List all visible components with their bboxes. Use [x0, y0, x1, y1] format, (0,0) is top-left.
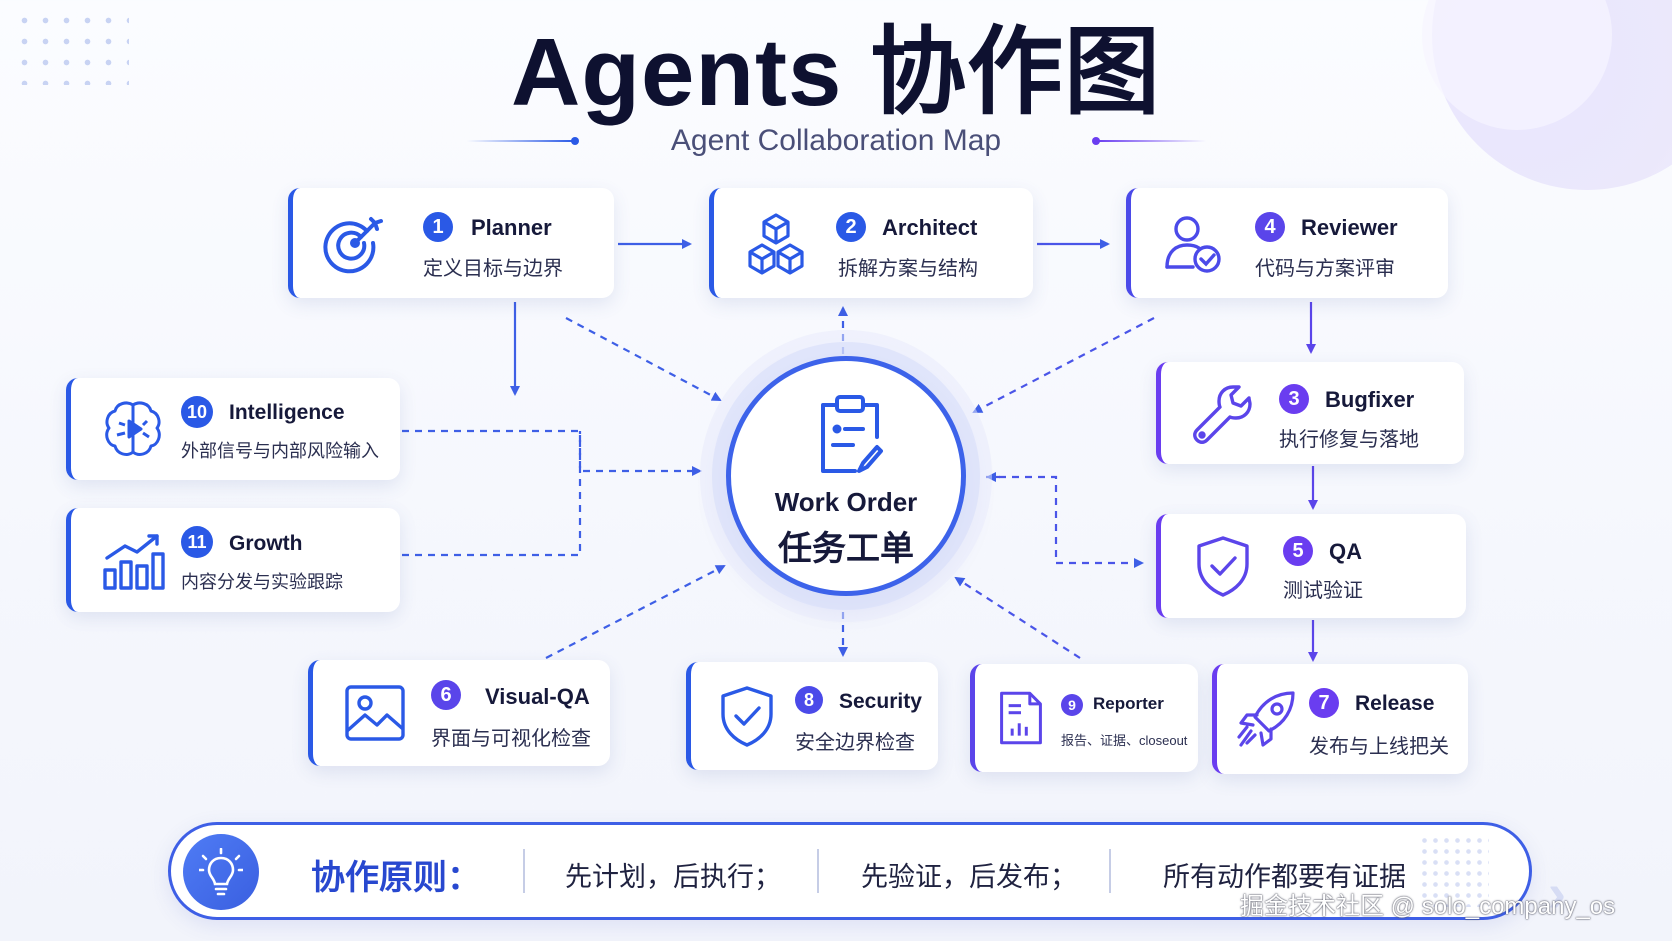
agent-name: Reviewer [1301, 215, 1398, 240]
agent-description: 执行修复与落地 [1279, 429, 1419, 451]
subtitle-line-left [467, 137, 579, 145]
agent-description: 报告、证据、closeout [1061, 733, 1188, 748]
agent-card-planner[interactable]: 1 Planner 定义目标与边界 [288, 188, 614, 298]
hub-label-en: Work Order [774, 487, 918, 517]
hub-label-zh: 任务工单 [778, 530, 914, 568]
agent-card-architect[interactable]: 2 Architect 拆解方案与结构 [709, 188, 1033, 298]
watermark: 掘金技术社区 @ solo_company_os [1240, 893, 1616, 920]
principles-label: 协作原则： [311, 859, 481, 897]
agent-name: QA [1329, 539, 1362, 564]
agent-name: Intelligence [229, 401, 345, 424]
rocket-icon [1233, 685, 1301, 753]
agent-card-intelligence[interactable]: 10 Intelligence 外部信号与内部风险输入 [66, 378, 400, 480]
work-order-hub[interactable]: Work Order 任务工单 [726, 356, 966, 596]
agent-description: 代码与方案评审 [1255, 258, 1395, 280]
agent-name: Growth [229, 532, 303, 555]
brain-icon [99, 395, 167, 463]
agent-description: 发布与上线把关 [1309, 736, 1449, 758]
principles-bar: 协作原则： 先计划，后执行； 先验证，后发布； 所有动作都要有证据 [168, 822, 1532, 920]
dash-intelligence-hub [402, 429, 702, 476]
agent-description: 拆解方案与结构 [838, 258, 978, 280]
dash-growth-hub [402, 431, 582, 557]
divider [1109, 849, 1111, 893]
agent-card-reviewer[interactable]: 4 Reviewer 代码与方案评审 [1126, 188, 1448, 298]
agent-number-badge: 1 [423, 212, 453, 242]
agent-name: Visual-QA [485, 684, 590, 709]
growth-chart-icon [99, 526, 167, 594]
agent-description: 界面与可视化检查 [431, 728, 591, 750]
agent-description: 安全边界检查 [795, 732, 915, 754]
report-icon [991, 688, 1051, 748]
shield-check-icon [1189, 532, 1257, 600]
agent-number-badge: 2 [836, 212, 866, 242]
agent-card-growth[interactable]: 11 Growth 内容分发与实验跟踪 [66, 508, 400, 612]
agent-number-badge: 9 [1061, 694, 1083, 716]
dash-planner-hub [565, 317, 722, 401]
principle-rule: 先计划，后执行； [565, 862, 781, 892]
subtitle-line-right [1092, 137, 1206, 145]
dash-hub-qa [986, 475, 1144, 568]
target-icon [321, 209, 389, 277]
user-check-icon [1159, 209, 1227, 277]
agent-number-badge: 4 [1255, 212, 1285, 242]
agent-description: 内容分发与实验跟踪 [181, 572, 343, 592]
cubes-icon [742, 209, 810, 277]
agent-card-visual-qa[interactable]: 6 Visual-QA 界面与可视化检查 [308, 660, 610, 766]
agent-description: 测试验证 [1283, 580, 1363, 602]
agent-number-badge: 6 [431, 680, 461, 710]
lightbulb-icon [183, 834, 259, 910]
agent-name: Security [839, 690, 922, 713]
decorative-dots [1419, 835, 1489, 907]
dash-reviewer-hub [972, 317, 1155, 413]
principle-rule: 所有动作都要有证据 [1163, 862, 1406, 892]
agent-card-security[interactable]: 8 Security 安全边界检查 [686, 662, 938, 770]
agent-card-bugfixer[interactable]: 3 Bugfixer 执行修复与落地 [1156, 362, 1464, 464]
page-subtitle: Agent Collaboration Map [670, 124, 1002, 157]
agent-card-qa[interactable]: 5 QA 测试验证 [1156, 514, 1466, 618]
agent-name: Release [1355, 692, 1435, 715]
clipboard-edit-icon [815, 393, 885, 477]
principle-rule: 先验证，后发布； [861, 862, 1077, 892]
image-icon [341, 679, 409, 747]
agent-number-badge: 11 [181, 526, 213, 558]
agent-name: Reporter [1093, 694, 1164, 713]
agent-name: Planner [471, 215, 552, 240]
agent-number-badge: 7 [1309, 688, 1339, 718]
agent-name: Architect [882, 215, 978, 240]
divider [523, 849, 525, 893]
agent-number-badge: 3 [1279, 384, 1309, 414]
agent-name: Bugfixer [1325, 387, 1415, 412]
wrench-icon [1189, 379, 1257, 447]
agent-card-release[interactable]: 7 Release 发布与上线把关 [1212, 664, 1468, 774]
agent-description: 外部信号与内部风险输入 [181, 441, 379, 461]
page-title: Agents 协作图 [510, 19, 1162, 126]
decorative-dots [14, 10, 129, 85]
dash-reporter-hub [954, 576, 1081, 659]
shield-check-icon [713, 682, 781, 750]
agent-number-badge: 5 [1283, 536, 1313, 566]
agent-number-badge: 10 [181, 396, 213, 428]
agent-number-badge: 8 [795, 686, 823, 714]
dash-visualqa-hub [545, 565, 726, 659]
agent-description: 定义目标与边界 [423, 258, 563, 280]
agent-card-reporter[interactable]: 9 Reporter 报告、证据、closeout [970, 664, 1198, 772]
divider [817, 849, 819, 893]
